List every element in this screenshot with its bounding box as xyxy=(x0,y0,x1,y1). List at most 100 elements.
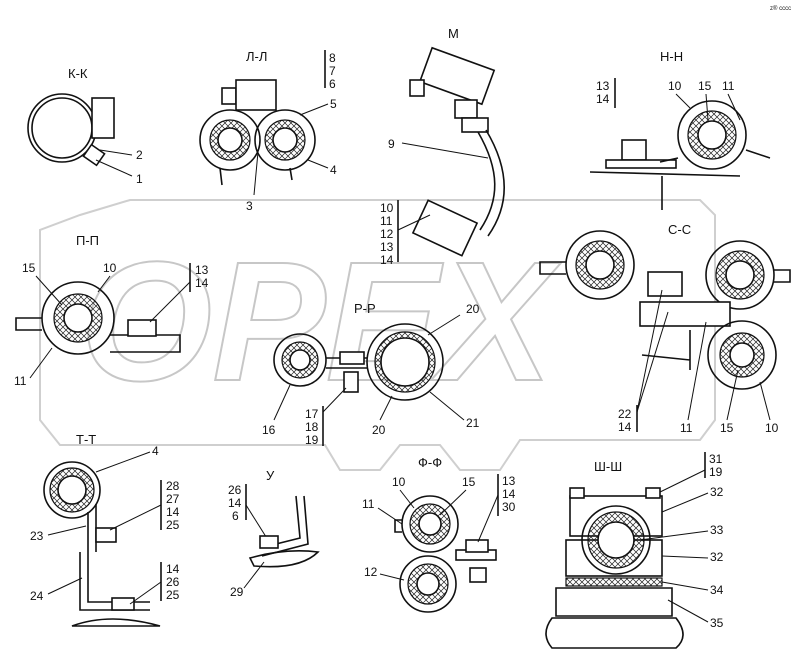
section-nn: Н-Н 13 14 10 15 11 xyxy=(589,49,771,210)
nn-title: Н-Н xyxy=(660,49,683,64)
ss-label-11: 11 xyxy=(680,421,693,435)
m-hose-2 xyxy=(485,129,505,237)
ss-pipe-bottom-core xyxy=(729,342,755,368)
ss-label-15: 15 xyxy=(720,421,734,435)
tt-bolt xyxy=(95,527,117,543)
m-label-12: 12 xyxy=(380,227,394,241)
shsh-leader-stack xyxy=(655,469,706,495)
ff-label-10: 10 xyxy=(392,475,406,489)
shsh-title: Ш-Ш xyxy=(594,459,622,474)
ff-label-30: 30 xyxy=(502,500,516,514)
nn-pipe-core xyxy=(697,120,727,150)
ll-pipe-left-core xyxy=(217,127,243,153)
rr-clamp-large xyxy=(366,323,444,401)
ff-leader-11 xyxy=(377,507,403,525)
m-valve-cap xyxy=(409,79,425,97)
ff-leader-stack xyxy=(477,494,499,543)
section-kk: К-К 2 1 xyxy=(27,66,143,186)
nn-leader-15 xyxy=(705,93,709,121)
tt-leader-23 xyxy=(47,525,87,536)
nn-leader-10 xyxy=(675,93,691,109)
ll-leader-3 xyxy=(253,151,259,196)
ss-base xyxy=(641,330,691,370)
tt-label-25a: 25 xyxy=(166,518,180,532)
ss-pipe-right-core xyxy=(725,260,755,290)
ll-bolt-head xyxy=(221,87,237,105)
rr-leader-20-bottom xyxy=(379,395,393,421)
u-leader-stack xyxy=(245,504,269,541)
nn-label-11: 11 xyxy=(722,79,735,93)
rr-nut xyxy=(343,371,359,393)
pp-label-14: 14 xyxy=(195,276,209,290)
kk-label-2: 2 xyxy=(136,148,143,162)
ss-label-14: 14 xyxy=(618,420,632,434)
m-hose xyxy=(477,131,496,231)
corner-mark: z® cccc xyxy=(770,5,791,12)
pp-label-13: 13 xyxy=(195,263,209,277)
shsh-leader-32-bottom xyxy=(661,555,709,559)
ll-leader-4 xyxy=(307,159,329,169)
nn-base xyxy=(589,171,741,210)
ff-title: Ф-Ф xyxy=(418,455,442,470)
nn-clamp xyxy=(677,100,747,170)
tt-bolt-lower xyxy=(111,597,135,611)
watermark-text: OPEX xyxy=(80,227,561,417)
shsh-base xyxy=(555,587,673,617)
shsh-leader-34 xyxy=(661,581,709,591)
shsh-bore xyxy=(581,505,651,575)
shsh-label-34: 34 xyxy=(710,583,724,597)
pp-pipe-core xyxy=(63,303,93,333)
ll-pipe-right-core xyxy=(272,127,298,153)
shsh-leader-33 xyxy=(639,530,709,541)
kk-pipe-inner xyxy=(31,97,93,159)
shsh-label-32-bottom: 32 xyxy=(710,550,724,564)
tt-pipe-core xyxy=(57,475,87,505)
rr-pipe-small-core xyxy=(289,349,311,371)
tt-label-4: 4 xyxy=(152,444,159,458)
u-label-29: 29 xyxy=(230,585,244,599)
nn-label-14: 14 xyxy=(596,92,610,106)
kk-bracket xyxy=(91,97,115,139)
tt-leader-24 xyxy=(47,577,83,595)
nn-label-13: 13 xyxy=(596,79,610,93)
ss-leader-stack-2 xyxy=(636,311,669,413)
ff-pipe-bottom-core xyxy=(416,572,440,596)
ll-clamp-left xyxy=(199,109,261,171)
ff-leader-12 xyxy=(379,573,405,581)
ss-pipe-left-core xyxy=(585,250,615,280)
ll-label-8: 8 xyxy=(329,51,336,65)
tt-label-25b: 25 xyxy=(166,588,180,602)
rr-label-20-bottom: 20 xyxy=(372,423,386,437)
nn-base-plate xyxy=(605,159,677,169)
ss-label-10: 10 xyxy=(765,421,779,435)
shsh-label-19: 19 xyxy=(709,465,723,479)
u-leader-29 xyxy=(243,561,265,589)
shsh-label-31: 31 xyxy=(709,452,723,466)
tt-leader-stack-2 xyxy=(129,581,162,605)
ll-label-5: 5 xyxy=(330,97,337,111)
ss-tail-right xyxy=(774,269,791,283)
nn-clamp-tail xyxy=(659,149,771,163)
pp-leader-11 xyxy=(29,347,53,379)
pp-label-15: 15 xyxy=(22,261,36,275)
u-label-6: 6 xyxy=(232,509,239,523)
rr-title: Р-Р xyxy=(354,301,376,316)
tt-label-27: 27 xyxy=(166,492,180,506)
ff-tail xyxy=(394,519,402,533)
rr-label-21: 21 xyxy=(466,416,480,430)
shsh-bolt-right xyxy=(645,487,661,499)
section-ff: Ф-Ф 10 15 11 13 14 30 12 xyxy=(362,455,516,613)
pp-label-11: 11 xyxy=(14,374,27,388)
tt-foot xyxy=(71,618,161,627)
kk-leader-2 xyxy=(99,149,133,156)
ff-bolt xyxy=(465,539,489,553)
m-label-13: 13 xyxy=(380,240,394,254)
rr-leader-16 xyxy=(273,384,291,421)
pp-title: П-П xyxy=(76,233,99,248)
m-clamp xyxy=(411,199,479,257)
rr-label-17: 17 xyxy=(305,407,319,421)
rr-label-18: 18 xyxy=(305,420,319,434)
shsh-label-35: 35 xyxy=(710,616,724,630)
ss-leader-11 xyxy=(687,321,707,421)
